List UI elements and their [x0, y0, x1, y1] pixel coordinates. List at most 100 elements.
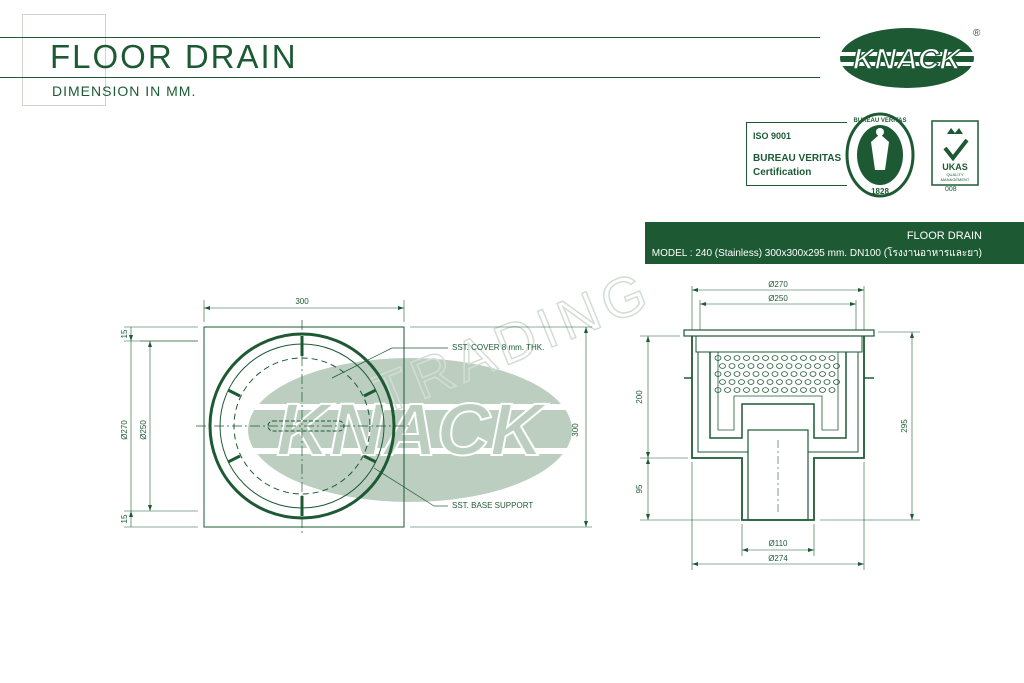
knack-watermark: KNACK [248, 358, 572, 502]
perforation-hole [752, 371, 760, 377]
basket-perforations [714, 355, 840, 393]
section-dia-top2-label: Ø250 [768, 294, 788, 303]
perforation-hole [771, 387, 779, 393]
perforation-hole [790, 355, 798, 361]
perforation-hole [790, 387, 798, 393]
perforation-hole [781, 355, 788, 361]
perforation-hole [752, 355, 760, 361]
perforation-hole [790, 371, 798, 377]
seal-top-text: BUREAU VERITAS [854, 118, 907, 124]
perforation-hole [743, 387, 750, 393]
callout-cover: SST. COVER 8 mm. THK. [452, 343, 544, 352]
perforation-hole [757, 363, 764, 369]
model-banner: FLOOR DRAIN MODEL : 240 (Stainless) 300x… [645, 222, 1024, 264]
perforation-hole [728, 379, 736, 385]
perforation-hole [809, 387, 817, 393]
ukas-text: UKAS [942, 162, 968, 172]
perforation-hole [833, 363, 840, 369]
perforation-hole [776, 379, 783, 385]
banner-line2: MODEL : 240 (Stainless) 300x300x295 mm. … [651, 248, 982, 259]
header-decor-box [22, 14, 106, 106]
perforation-hole [714, 355, 722, 361]
ukas-number: 008 [945, 186, 957, 193]
perforation-hole [814, 379, 821, 385]
perforation-hole [828, 371, 836, 377]
ukas-sub1: QUALITY [946, 172, 963, 177]
plan-inner-dia-label: Ø250 [139, 420, 148, 440]
perforation-hole [785, 379, 793, 385]
plan-margin-top-label: 15 [120, 329, 129, 338]
certification-line: Certification [753, 167, 812, 178]
knack-logo: KNACK [840, 28, 974, 88]
perforation-hole [766, 363, 774, 369]
perforation-hole [804, 363, 812, 369]
perforation-hole [747, 363, 755, 369]
perforation-hole [819, 387, 826, 393]
perforation-hole [738, 363, 745, 369]
section-view [640, 286, 920, 570]
section-height-upper-label: 200 [635, 390, 644, 404]
perforation-hole [733, 387, 741, 393]
plan-width-label: 300 [295, 297, 309, 306]
perforation-hole [776, 363, 783, 369]
page-title: FLOOR DRAIN [50, 38, 298, 75]
perforation-hole [738, 379, 745, 385]
perforation-hole [823, 363, 831, 369]
perforation-hole [757, 379, 764, 385]
iso-line: ISO 9001 [753, 131, 792, 141]
perforation-hole [814, 363, 821, 369]
ukas-badge: UKAS QUALITY MANAGEMENT 008 [931, 120, 979, 198]
section-height-total-label: 295 [900, 419, 909, 433]
perforation-hole [733, 371, 741, 377]
section-dia-base-label: Ø274 [768, 554, 788, 563]
header-rule-bottom [0, 77, 820, 78]
perforation-hole [728, 363, 736, 369]
plan-view [124, 300, 592, 534]
perforation-hole [743, 371, 750, 377]
perforation-hole [819, 355, 826, 361]
perforation-hole [804, 379, 812, 385]
perforation-hole [771, 371, 779, 377]
perforation-hole [762, 355, 769, 361]
perforation-hole [724, 371, 731, 377]
section-dia-outlet-label: Ø110 [769, 539, 789, 548]
plan-margin-bottom-label: 15 [120, 514, 129, 523]
perforation-hole [724, 387, 731, 393]
perforation-hole [714, 371, 722, 377]
perforation-hole [781, 387, 788, 393]
perforation-hole [781, 371, 788, 377]
perforation-hole [828, 387, 836, 393]
perforation-hole [762, 371, 769, 377]
perforation-hole [795, 379, 802, 385]
perforation-hole [747, 379, 755, 385]
perforation-hole [714, 387, 722, 393]
registered-mark: ® [973, 28, 981, 39]
watermark-knack-text: KNACK [276, 388, 548, 471]
perforation-hole [800, 355, 807, 361]
perforation-hole [719, 379, 726, 385]
section-height-lower-label: 95 [635, 484, 644, 493]
perforation-hole [800, 371, 807, 377]
perforation-hole [795, 363, 802, 369]
iso-certification-box: ISO 9001 BUREAU VERITAS Certification [746, 122, 847, 186]
ukas-sub2: MANAGEMENT [941, 177, 970, 182]
page-subtitle: DIMENSION IN MM. [52, 83, 197, 99]
perforation-hole [833, 379, 840, 385]
perforation-hole [771, 355, 779, 361]
perforation-hole [828, 355, 836, 361]
perforation-hole [752, 387, 760, 393]
bureau-veritas-seal-icon: BUREAU VERITAS 1828 [845, 112, 915, 198]
perforation-hole [800, 387, 807, 393]
banner-line1: FLOOR DRAIN [906, 230, 982, 242]
perforation-hole [819, 371, 826, 377]
perforation-hole [823, 379, 831, 385]
perforation-hole [762, 387, 769, 393]
plan-outer-dia-label: Ø270 [120, 420, 129, 440]
callout-base-support: SST. BASE SUPPORT [452, 501, 533, 510]
perforation-hole [766, 379, 774, 385]
perforation-hole [785, 363, 793, 369]
logo-text: KNACK [853, 43, 964, 76]
perforation-hole [743, 355, 750, 361]
header-rule-top [0, 37, 820, 38]
